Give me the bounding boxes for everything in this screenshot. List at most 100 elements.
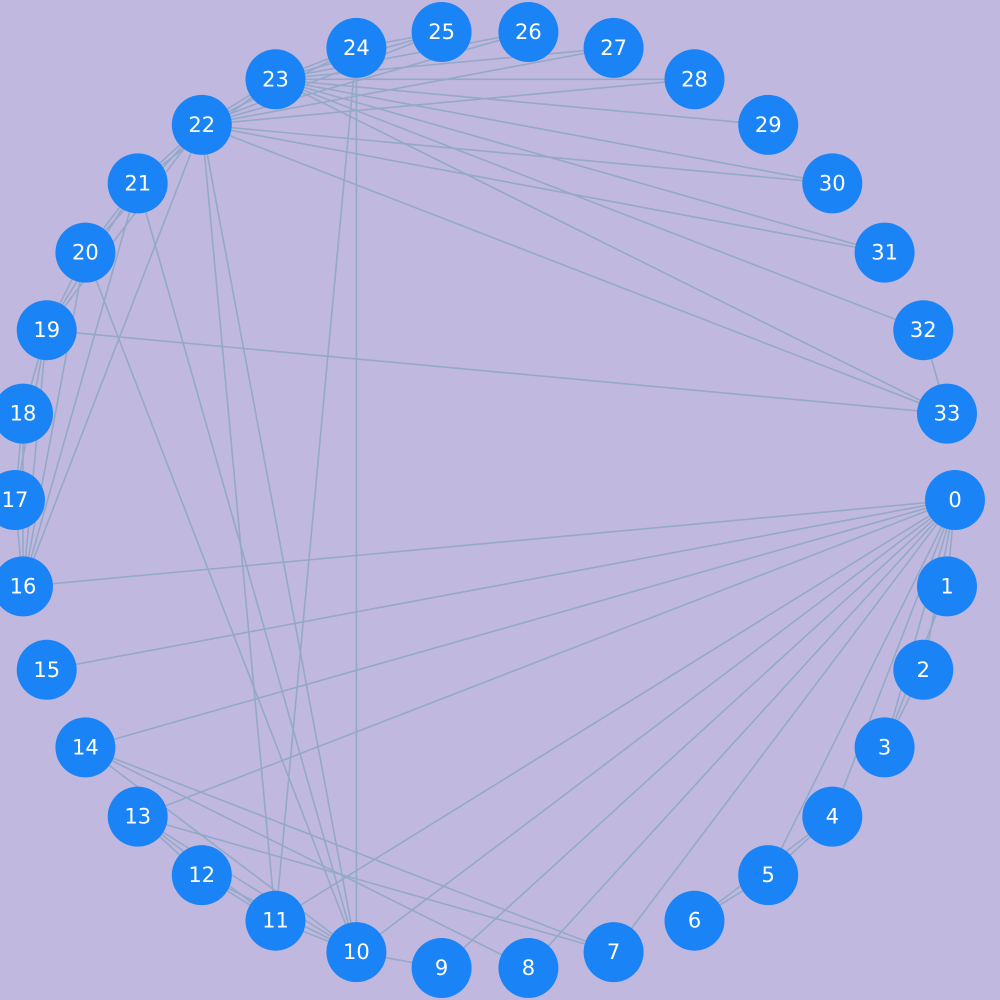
node-label: 19 <box>33 318 60 342</box>
node-circle <box>107 153 168 214</box>
edge-22-26 <box>201 31 529 126</box>
edge-0-8 <box>527 499 956 969</box>
node-circle <box>664 49 725 110</box>
node-26[interactable]: 26 <box>498 2 559 62</box>
edge-0-13 <box>137 499 956 818</box>
node-label: 23 <box>262 67 289 91</box>
edge-0-14 <box>85 499 956 749</box>
node-10[interactable]: 10 <box>326 922 387 983</box>
node-circle <box>16 300 77 361</box>
node-1[interactable]: 1 <box>917 556 977 617</box>
node-circle <box>107 786 168 847</box>
node-label: 33 <box>934 402 961 426</box>
node-circle <box>326 17 387 78</box>
edge-0-5 <box>767 499 956 876</box>
node-label: 26 <box>515 20 542 44</box>
node-16[interactable]: 16 <box>0 556 53 617</box>
node-label: 14 <box>72 735 99 759</box>
node-label: 30 <box>819 171 846 195</box>
node-circle <box>245 49 306 110</box>
edge-0-3 <box>883 499 956 748</box>
node-circle <box>583 922 644 983</box>
node-4[interactable]: 4 <box>802 786 863 847</box>
node-15[interactable]: 15 <box>16 639 77 700</box>
edge-0-16 <box>22 499 956 588</box>
node-31[interactable]: 31 <box>854 222 915 283</box>
edge-7-13 <box>137 815 614 953</box>
node-2[interactable]: 2 <box>893 639 954 700</box>
node-9[interactable]: 9 <box>411 938 472 998</box>
node-14[interactable]: 14 <box>55 717 116 778</box>
node-circle <box>0 383 53 444</box>
node-22[interactable]: 22 <box>171 94 232 155</box>
node-label: 17 <box>2 488 29 512</box>
node-circle <box>498 2 559 62</box>
node-label: 5 <box>762 863 775 887</box>
edge-0-4 <box>831 499 956 817</box>
node-32[interactable]: 32 <box>893 300 954 361</box>
edge-22-30 <box>201 124 833 185</box>
edge-23-30 <box>275 78 833 185</box>
node-circle <box>917 556 977 617</box>
edge-10-21 <box>136 183 358 953</box>
edge-10-22 <box>201 124 358 953</box>
edge-23-32 <box>275 78 924 331</box>
node-circle <box>411 2 472 62</box>
node-0[interactable]: 0 <box>925 470 985 530</box>
node-label: 6 <box>688 909 701 933</box>
node-circle <box>854 222 915 283</box>
edge-10-14 <box>84 746 357 953</box>
edge-0-10 <box>355 499 956 953</box>
node-25[interactable]: 25 <box>411 2 472 62</box>
edge-22-28 <box>201 78 695 126</box>
node-30[interactable]: 30 <box>802 153 863 214</box>
node-circle <box>664 890 725 951</box>
node-label: 20 <box>72 241 99 265</box>
node-21[interactable]: 21 <box>107 153 168 214</box>
node-label: 29 <box>755 113 782 137</box>
node-5[interactable]: 5 <box>738 845 799 906</box>
node-7[interactable]: 7 <box>583 922 644 983</box>
node-19[interactable]: 19 <box>16 300 77 361</box>
node-11[interactable]: 11 <box>245 890 306 951</box>
node-6[interactable]: 6 <box>664 890 725 951</box>
node-label: 7 <box>607 940 620 964</box>
node-18[interactable]: 18 <box>0 383 53 444</box>
node-circle <box>498 938 559 998</box>
edge-0-9 <box>441 499 956 969</box>
edge-23-33 <box>275 78 948 415</box>
node-13[interactable]: 13 <box>107 786 168 847</box>
node-17[interactable]: 17 <box>0 470 45 530</box>
node-circle <box>802 153 863 214</box>
node-circle <box>55 717 116 778</box>
edge-22-25 <box>201 31 442 126</box>
edge-10-13 <box>137 815 357 953</box>
edge-19-22 <box>46 124 203 331</box>
node-33[interactable]: 33 <box>917 383 977 444</box>
node-20[interactable]: 20 <box>55 222 116 283</box>
edge-23-29 <box>275 78 769 126</box>
node-circle <box>802 786 863 847</box>
edge-0-15 <box>46 499 956 671</box>
node-label: 21 <box>124 171 151 195</box>
node-12[interactable]: 12 <box>171 845 232 906</box>
node-label: 9 <box>435 956 448 980</box>
node-label: 31 <box>871 241 898 265</box>
node-29[interactable]: 29 <box>738 94 799 155</box>
node-circle <box>893 639 954 700</box>
node-23[interactable]: 23 <box>245 49 306 110</box>
node-24[interactable]: 24 <box>326 17 387 78</box>
node-circle <box>171 845 232 906</box>
node-27[interactable]: 27 <box>583 17 644 78</box>
node-circle <box>245 890 306 951</box>
node-label: 32 <box>910 318 937 342</box>
node-label: 28 <box>681 67 708 91</box>
node-label: 10 <box>343 940 370 964</box>
node-8[interactable]: 8 <box>498 938 559 998</box>
node-28[interactable]: 28 <box>664 49 725 110</box>
node-3[interactable]: 3 <box>854 717 915 778</box>
node-circle <box>917 383 977 444</box>
node-circle <box>55 222 116 283</box>
